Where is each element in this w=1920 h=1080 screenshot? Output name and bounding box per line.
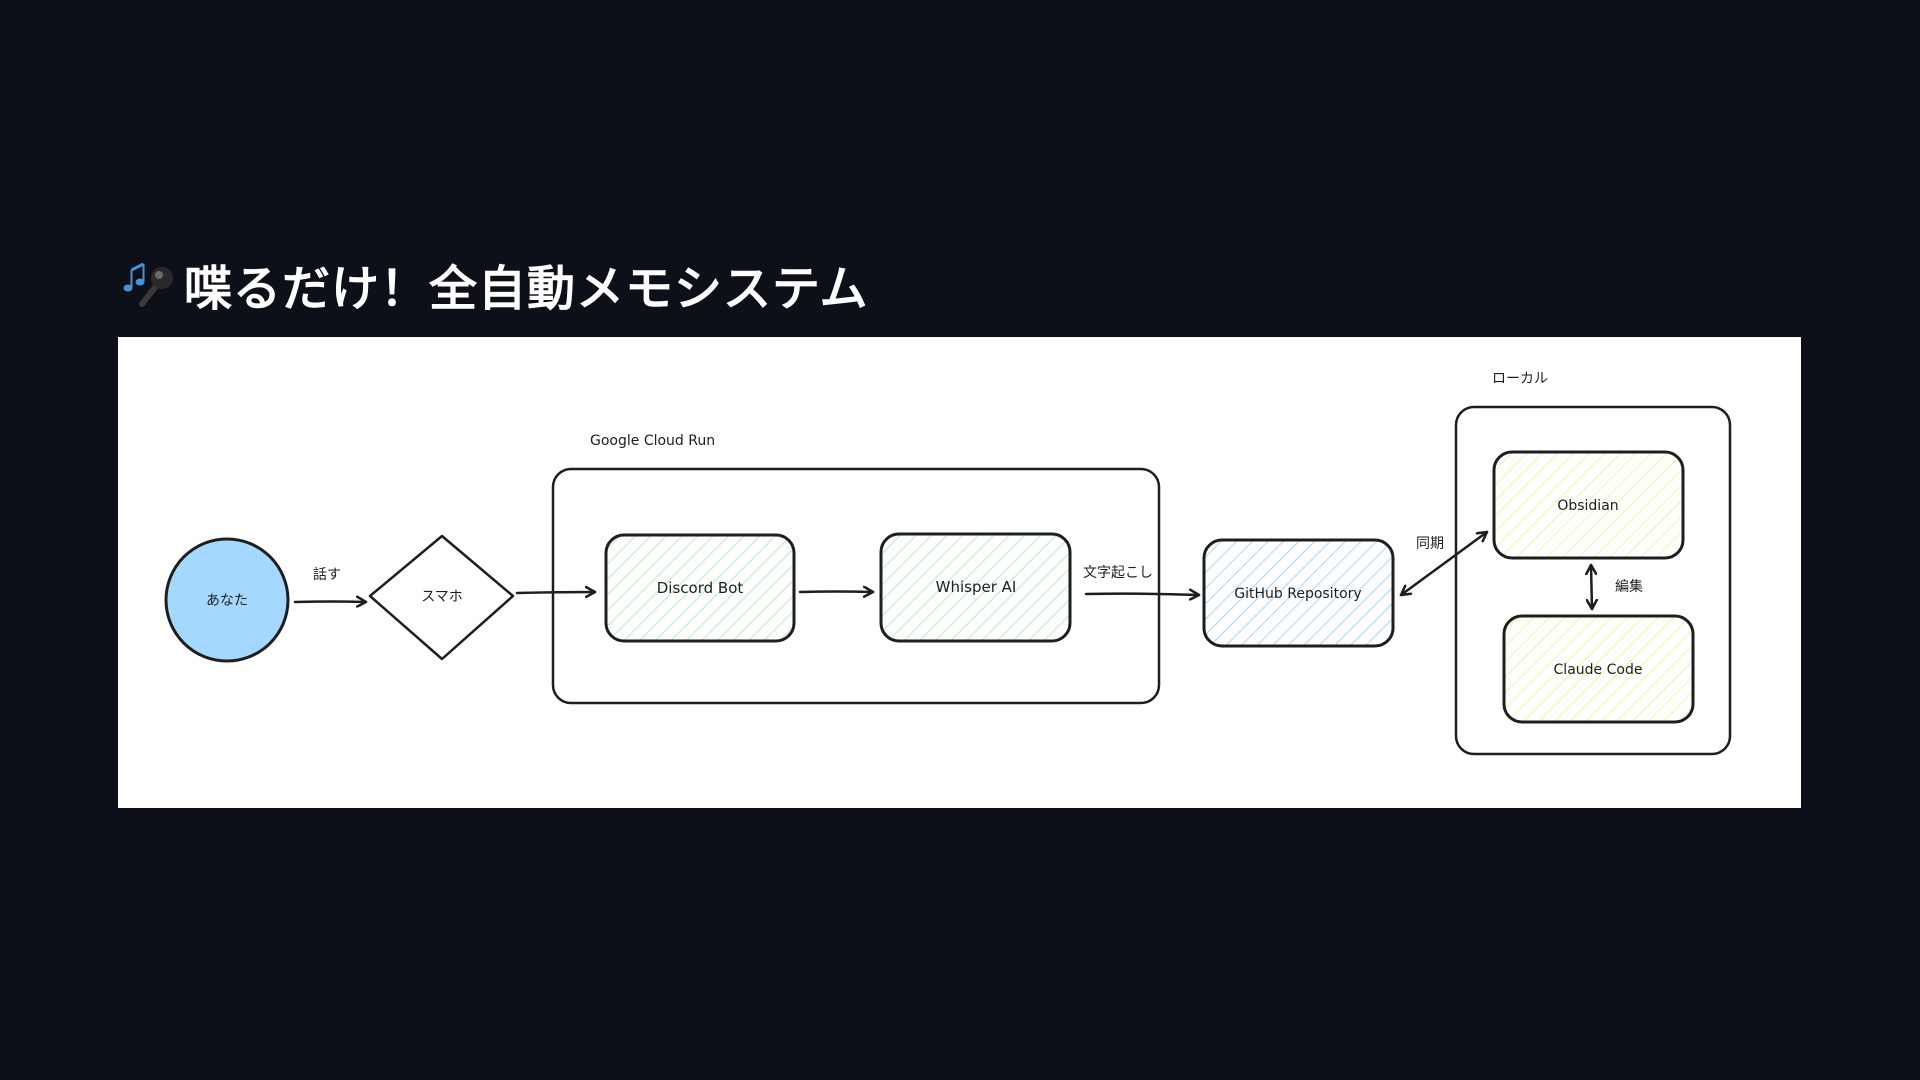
arrow-you-to-phone xyxy=(293,602,368,603)
obsidian-node xyxy=(1492,450,1685,560)
obsidian-label: Obsidian xyxy=(1557,498,1618,514)
claude-code-label: Claude Code xyxy=(1554,662,1643,678)
github-repo-label: GitHub Repository xyxy=(1234,586,1361,602)
arrow-phone-to-discord xyxy=(515,592,597,593)
speak-label: 話す xyxy=(313,566,341,583)
local-label: ローカル xyxy=(1492,371,1548,387)
arrow-obsidian-claude-edit xyxy=(1591,563,1592,611)
you-label: あなた xyxy=(206,593,248,609)
github-repo-node xyxy=(1202,538,1395,648)
sync-label: 同期 xyxy=(1416,536,1444,552)
discord-bot-label: Discord Bot xyxy=(657,579,744,597)
discord-bot-node xyxy=(604,533,796,643)
arrow-whisper-to-github xyxy=(1084,594,1201,595)
slide-title: 喋るだけ！全自動メモシステム xyxy=(184,261,869,317)
you-node xyxy=(164,537,290,663)
diagram-canvas: Google Cloud Run ローカル あなた スマホ Discord Bo… xyxy=(118,337,1801,808)
cloud-run-group xyxy=(551,467,1161,705)
phone-node xyxy=(368,534,515,661)
whisper-ai-label: Whisper AI xyxy=(936,578,1017,596)
arrow-discord-to-whisper xyxy=(798,592,875,593)
phone-label: スマホ xyxy=(421,589,463,605)
edit-label: 編集 xyxy=(1615,578,1643,595)
flow-diagram: Google Cloud Run ローカル あなた スマホ Discord Bo… xyxy=(164,371,1732,756)
title-row: 喋るだけ！全自動メモシステム xyxy=(120,252,869,317)
microphone-music-icon xyxy=(123,262,173,307)
claude-code-node xyxy=(1502,614,1695,724)
whisper-ai-node xyxy=(879,532,1072,643)
transcribe-label: 文字起こし xyxy=(1083,565,1153,581)
cloud-run-label: Google Cloud Run xyxy=(590,433,715,449)
arrow-github-obsidian-sync xyxy=(1399,530,1489,597)
